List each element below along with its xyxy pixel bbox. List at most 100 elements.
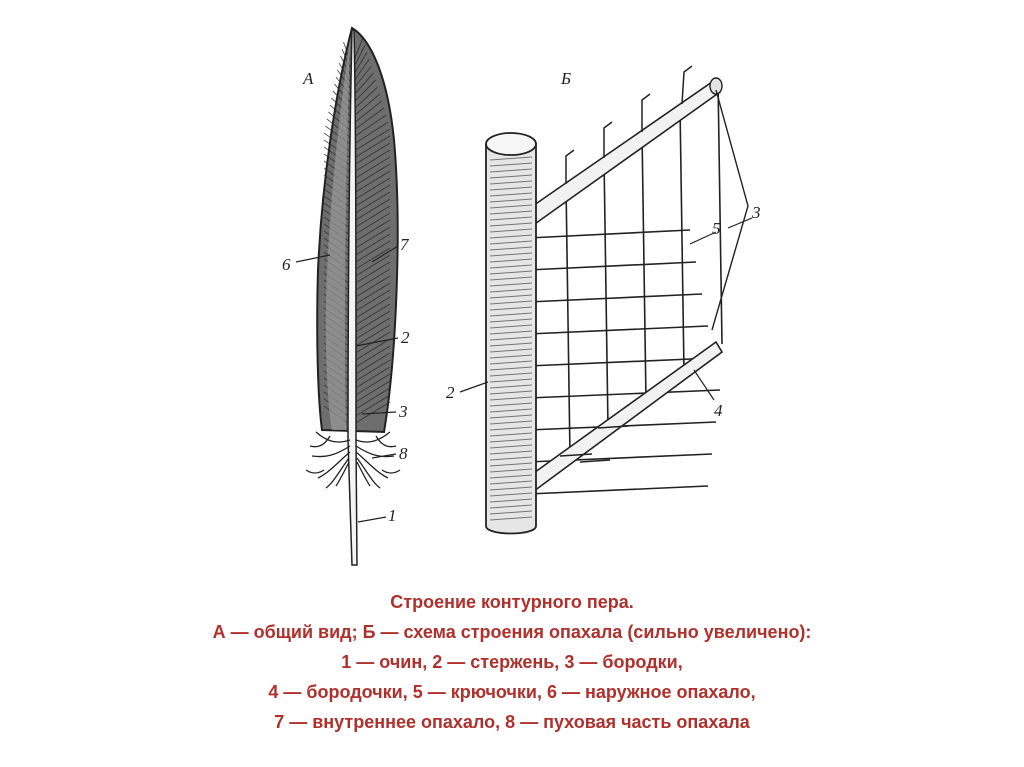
- hatch-line: [353, 135, 391, 159]
- shaft-hatch-line: [489, 288, 533, 293]
- label-5-hooklets: 5: [712, 219, 721, 238]
- shaft-hatch-line: [489, 300, 533, 305]
- hatch-line: [353, 37, 364, 61]
- caption-line-2: А — общий вид; Б — схема строения опахал…: [212, 622, 812, 642]
- label-2-shaft: 2: [401, 328, 410, 347]
- shaft-hatch-line: [489, 396, 533, 401]
- hatch-line: [353, 352, 391, 376]
- shaft-hatch-line: [489, 408, 533, 413]
- hatch-line: [353, 205, 391, 229]
- shaft-hatch-line: [489, 348, 533, 353]
- shaft-hatch-line: [489, 294, 533, 299]
- shaft-hatching: [489, 156, 533, 521]
- feather-shaft: [347, 29, 358, 566]
- shaft-hatch-line: [489, 174, 533, 179]
- shaft-hatch-line: [489, 360, 533, 365]
- hatch-line: [353, 240, 391, 264]
- hatch-line: [353, 233, 391, 257]
- shaft-hatch-line: [489, 306, 533, 311]
- shaft-hatch-line: [489, 252, 533, 257]
- barbule-horizontal: [527, 357, 715, 367]
- panel-b-leaders: [459, 217, 753, 401]
- hatch-line: [353, 303, 391, 327]
- shaft-hatch-line: [489, 378, 533, 383]
- shaft-hatch-line: [489, 276, 533, 281]
- hatch-line: [353, 268, 391, 292]
- scheme-shaft-top: [485, 132, 537, 156]
- shaft-hatch-line: [489, 462, 533, 467]
- shaft-hatch-line: [489, 318, 533, 323]
- shaft-hatch-line: [489, 432, 533, 437]
- shaft-hatch-line: [489, 258, 533, 263]
- label-1-calamus: 1: [388, 506, 397, 525]
- shaft-hatch-line: [489, 192, 533, 197]
- hatch-line: [353, 142, 391, 166]
- shaft-hatch-line: [489, 480, 533, 485]
- hatch-line: [353, 289, 391, 313]
- shaft-hatch-line: [489, 246, 533, 251]
- hatch-line: [353, 359, 391, 383]
- barb-upper: [522, 80, 722, 228]
- shaft-hatch-line: [489, 390, 533, 395]
- barbule-horizontal: [527, 229, 691, 239]
- hatch-line: [353, 338, 391, 362]
- hatch-line: [353, 65, 372, 89]
- shaft-hatch-line: [489, 312, 533, 317]
- shaft-hatch-line: [489, 504, 533, 509]
- shaft-hatch-line: [489, 510, 533, 515]
- shaft-hatch-line: [489, 426, 533, 431]
- shaft-hatch-line: [489, 516, 533, 521]
- label-2-scheme-shaft: 2: [446, 383, 455, 402]
- hatch-line: [353, 275, 391, 299]
- label-6-outer-vane: 6: [282, 255, 291, 274]
- barbule-horizontal: [527, 485, 709, 495]
- caption-line-5: 7 — внутреннее опахало, 8 — пуховая част…: [274, 712, 750, 732]
- shaft-hatch-line: [489, 366, 533, 371]
- shaft-hatch-line: [489, 342, 533, 347]
- shaft-hatch-line: [489, 186, 533, 191]
- shaft-hatch-line: [489, 336, 533, 341]
- vane-scheme-b: Б 2 3 5 4: [446, 65, 761, 535]
- hatch-line: [353, 149, 391, 173]
- hatch-line: [353, 219, 391, 243]
- feather-illustration-a: А 6 7 2 3 8 1: [282, 26, 410, 566]
- hatch-line: [353, 366, 391, 390]
- shaft-hatch-line: [489, 438, 533, 443]
- hatch-line: [353, 198, 391, 222]
- shaft-hatch-line: [489, 420, 533, 425]
- panel-a-leaders: [295, 245, 399, 523]
- shaft-hatch-line: [489, 228, 533, 233]
- label-4-barbules: 4: [714, 401, 723, 420]
- shaft-hatch-line: [489, 468, 533, 473]
- shaft-hatch-line: [489, 444, 533, 449]
- barbule-vertical: [565, 183, 571, 457]
- hatch-line: [353, 254, 391, 278]
- hatch-line: [353, 51, 368, 75]
- shaft-hatch-line: [489, 156, 533, 161]
- label-7-inner-vane: 7: [400, 235, 410, 254]
- shaft-hatch-line: [489, 234, 533, 239]
- shaft-hatch-line: [489, 384, 533, 389]
- shaft-hatch-line: [489, 270, 533, 275]
- shaft-hatch-line: [489, 210, 533, 215]
- hatch-line: [353, 380, 391, 404]
- shaft-hatch-line: [489, 162, 533, 167]
- shaft-hatch-line: [489, 486, 533, 491]
- hatch-line: [353, 114, 387, 138]
- label-8-down: 8: [399, 444, 408, 463]
- hatch-line: [353, 191, 391, 215]
- hatch-line: [353, 387, 391, 411]
- shaft-hatch-line: [489, 372, 533, 377]
- shaft-hatch-line: [489, 492, 533, 497]
- hatch-line: [353, 170, 391, 194]
- hatch-line: [353, 282, 391, 306]
- hatch-line: [353, 324, 391, 348]
- hatch-line: [353, 317, 391, 341]
- shaft-hatch-line: [489, 330, 533, 335]
- shaft-hatch-line: [489, 354, 533, 359]
- caption-line-3: 1 — очин, 2 — стержень, 3 — бородки,: [341, 652, 683, 672]
- hooklets: [559, 65, 693, 463]
- shaft-hatch-line: [489, 282, 533, 287]
- caption-line-1: Строение контурного пера.: [390, 592, 634, 612]
